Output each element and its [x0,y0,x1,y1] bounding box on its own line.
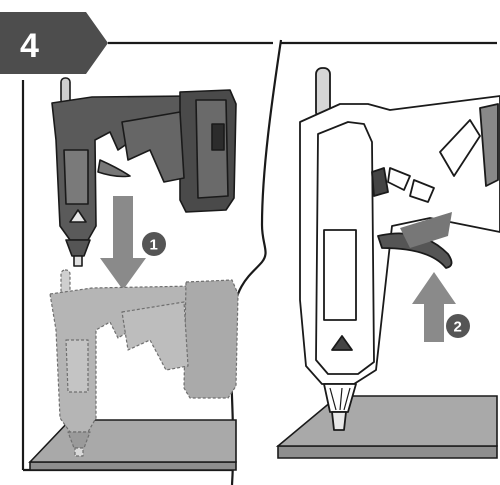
step-number: 4 [20,27,39,65]
callout-2: 2 [446,314,470,338]
glue-gun-dark [51,77,237,267]
callout-1-number: 1 [150,237,158,254]
callout-1: 1 [142,232,166,256]
step-badge: 4 [0,12,108,74]
down-arrow-icon [100,196,146,290]
up-arrow-icon [412,272,456,342]
glue-gun-ghost [49,269,239,457]
panel-divider [229,39,283,485]
shelf-right [275,395,498,459]
glue-gun-closeup [299,67,500,431]
shelf-left [28,419,237,471]
warning-triangle-icon [331,335,353,351]
warning-triangle-icon [69,209,87,223]
callout-2-number: 2 [454,319,462,336]
